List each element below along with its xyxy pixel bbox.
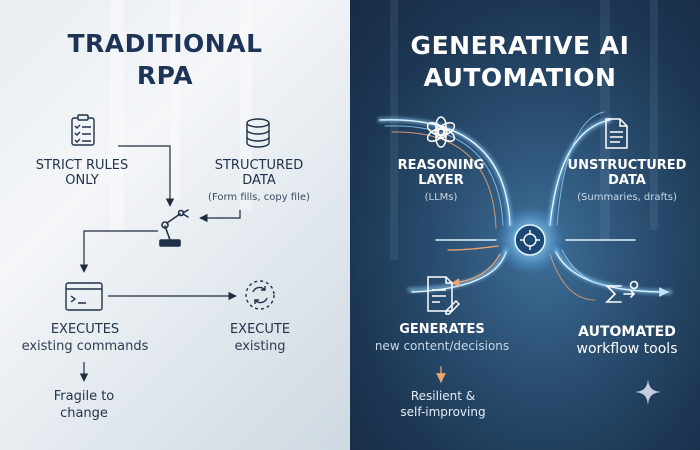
reasoning-sub: (LLMs) xyxy=(424,192,458,203)
right-title-line1: GENERATIVE AI xyxy=(410,31,630,60)
execute-label: EXECUTE xyxy=(229,322,291,337)
unstructured-line1: UNSTRUCTURED xyxy=(567,158,687,173)
window-frame xyxy=(650,0,658,230)
arrow-robot-to-executes xyxy=(79,230,158,273)
right-title-line2: AUTOMATION xyxy=(423,63,617,92)
cycle-icon xyxy=(245,280,275,310)
arrow-data-to-robot xyxy=(199,210,241,223)
traditional-rpa-panel xyxy=(0,0,350,450)
clipboard-checklist-icon xyxy=(71,114,95,146)
execute-sub: existing xyxy=(234,339,286,354)
automated-line2: workflow tools xyxy=(576,341,678,357)
structured-data-sub: (Form fills, copy file) xyxy=(208,192,310,203)
generates-sub: new content/decisions xyxy=(374,339,510,353)
executes-sub: existing commands xyxy=(21,339,149,354)
unstructured-sub: (Summaries, drafts) xyxy=(577,192,677,203)
strict-rules-label: STRICT RULES ONLY xyxy=(22,158,142,188)
structured-data-line1: STRUCTURED xyxy=(214,158,304,173)
openai-logo-icon xyxy=(426,116,456,148)
window-frame xyxy=(240,0,252,210)
left-connectors xyxy=(79,145,241,382)
ai-chip-icon xyxy=(496,206,564,274)
structured-data-line2: DATA xyxy=(242,173,276,188)
resilient-label: Resilient & self-improving xyxy=(384,388,502,420)
right-panel-title: GENERATIVE AI AUTOMATION xyxy=(395,30,645,94)
structured-data-label: STRUCTURED DATA xyxy=(200,158,318,188)
generates-label: GENERATES xyxy=(399,322,485,337)
automated-line1: AUTOMATED xyxy=(578,324,676,340)
unstructured-line2: DATA xyxy=(608,173,646,188)
document-icon xyxy=(605,118,628,149)
fragile-line2: change xyxy=(60,406,108,421)
strict-rules-line1: STRICT RULES xyxy=(35,158,129,173)
fragile-label: Fragile to change xyxy=(34,388,134,422)
terminal-icon xyxy=(65,282,103,311)
fragile-line1: Fragile to xyxy=(53,389,115,404)
sparkle-icon xyxy=(635,379,661,405)
window-frame xyxy=(390,0,398,260)
window-frame xyxy=(170,0,180,200)
database-icon xyxy=(246,118,270,148)
reasoning-line2: LAYER xyxy=(418,173,464,188)
left-panel-title: TRADITIONAL RPA xyxy=(40,28,290,92)
arrow-rules-to-robot xyxy=(118,145,175,207)
automated-label: AUTOMATED workflow tools xyxy=(558,324,696,358)
right-flow-lines xyxy=(377,111,673,383)
document-edit-icon xyxy=(427,276,461,315)
unstructured-data-label: UNSTRUCTURED DATA xyxy=(558,158,696,188)
strict-rules-line2: ONLY xyxy=(65,173,99,188)
window-frame xyxy=(110,0,124,230)
reasoning-line1: REASONING xyxy=(397,158,485,173)
resilient-line2: self-improving xyxy=(400,405,486,419)
executes-label: EXECUTES xyxy=(50,322,120,337)
robot-arm-icon xyxy=(159,209,189,247)
sigma-workflow-icon xyxy=(605,280,639,303)
reasoning-layer-label: REASONING LAYER xyxy=(386,158,496,188)
resilient-line1: Resilient & xyxy=(410,389,476,403)
left-title-line2: RPA xyxy=(136,61,194,90)
left-title-line1: TRADITIONAL xyxy=(67,29,263,58)
